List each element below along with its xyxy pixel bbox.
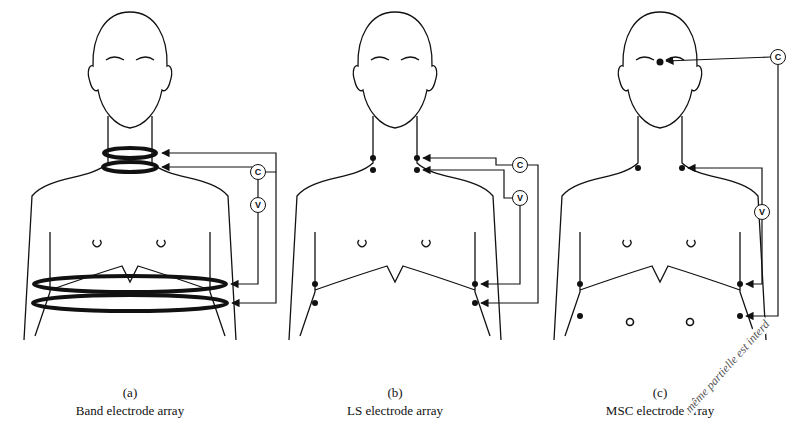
panel-caption: Band electrode array [76,404,184,418]
terminal-circle: C [512,157,528,173]
wire [162,153,276,303]
terminal-letter: V [255,201,261,210]
terminal-letter: V [517,194,523,203]
terminal-letter: C [775,53,782,62]
panel-letter: (c) [653,386,667,400]
terminal-circle: V [250,197,266,213]
wire [423,158,538,303]
terminal-circle: V [754,204,770,220]
spot-electrode [577,59,743,326]
wire [666,57,778,316]
spot-electrode [312,155,478,306]
terminal-letter: C [517,161,524,170]
terminal-circle: C [250,164,266,180]
terminal-letter: V [759,208,765,217]
band-electrode [33,148,227,311]
panel-caption: LS electrode array [347,404,443,418]
watermark: même partielle est interd [681,316,773,416]
terminal-circle: V [512,190,528,206]
panel-letter: (a) [123,386,137,400]
panel-letter: (b) [387,386,402,400]
terminal-circle: C [770,49,786,65]
terminal-letter: C [255,168,262,177]
